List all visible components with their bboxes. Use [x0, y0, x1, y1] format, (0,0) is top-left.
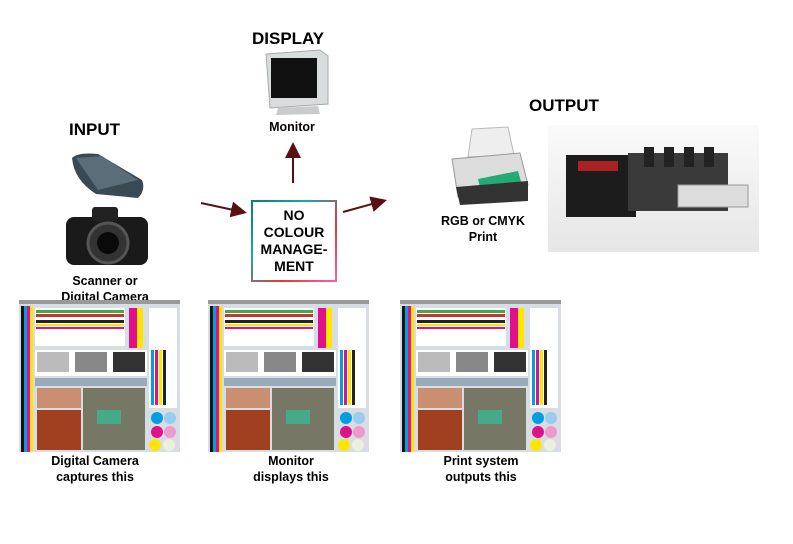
printing-press-icon	[566, 147, 749, 217]
test-chart-graphic	[19, 300, 180, 452]
test-chart-print	[400, 300, 561, 452]
test-chart-graphic	[208, 300, 369, 452]
box-line: COLOUR	[263, 224, 325, 240]
scanner-icon	[72, 153, 144, 198]
caption-monitor: Monitor displays this	[226, 453, 356, 485]
caption-line: Monitor	[268, 454, 314, 468]
output-title: OUTPUT	[529, 96, 599, 115]
caption-line: Digital Camera	[51, 454, 139, 468]
arrows	[200, 142, 387, 218]
caption-print: Print system outputs this	[416, 453, 546, 485]
box-line: MANAGE-	[260, 241, 328, 257]
caption-camera: Digital Camera captures this	[30, 453, 160, 485]
box-line: MENT	[274, 258, 314, 274]
display-title: DISPLAY	[252, 29, 325, 48]
monitor-icon	[265, 49, 329, 115]
caption-line: Print system	[443, 454, 519, 468]
caption-line: captures this	[56, 470, 134, 484]
printing-press-image	[548, 125, 759, 252]
input-title: INPUT	[69, 120, 120, 139]
no-colour-management-box: NO COLOUR MANAGE- MENT	[251, 200, 337, 282]
caption-line: outputs this	[445, 470, 517, 484]
box-line: NO	[283, 207, 305, 223]
label-line: Print	[468, 230, 498, 244]
arrow-output	[342, 196, 387, 213]
arrow-input	[200, 201, 247, 218]
monitor-label: Monitor	[269, 120, 315, 134]
test-chart-graphic	[400, 300, 561, 452]
test-chart-camera	[19, 300, 180, 452]
printer-icon	[451, 126, 529, 205]
label-line: Scanner or	[72, 274, 138, 288]
test-chart-monitor	[208, 300, 369, 452]
printer-label: RGB or CMYK Print	[430, 213, 536, 245]
camera-icon	[66, 207, 148, 265]
caption-line: displays this	[253, 470, 329, 484]
label-line: RGB or CMYK	[440, 214, 526, 228]
